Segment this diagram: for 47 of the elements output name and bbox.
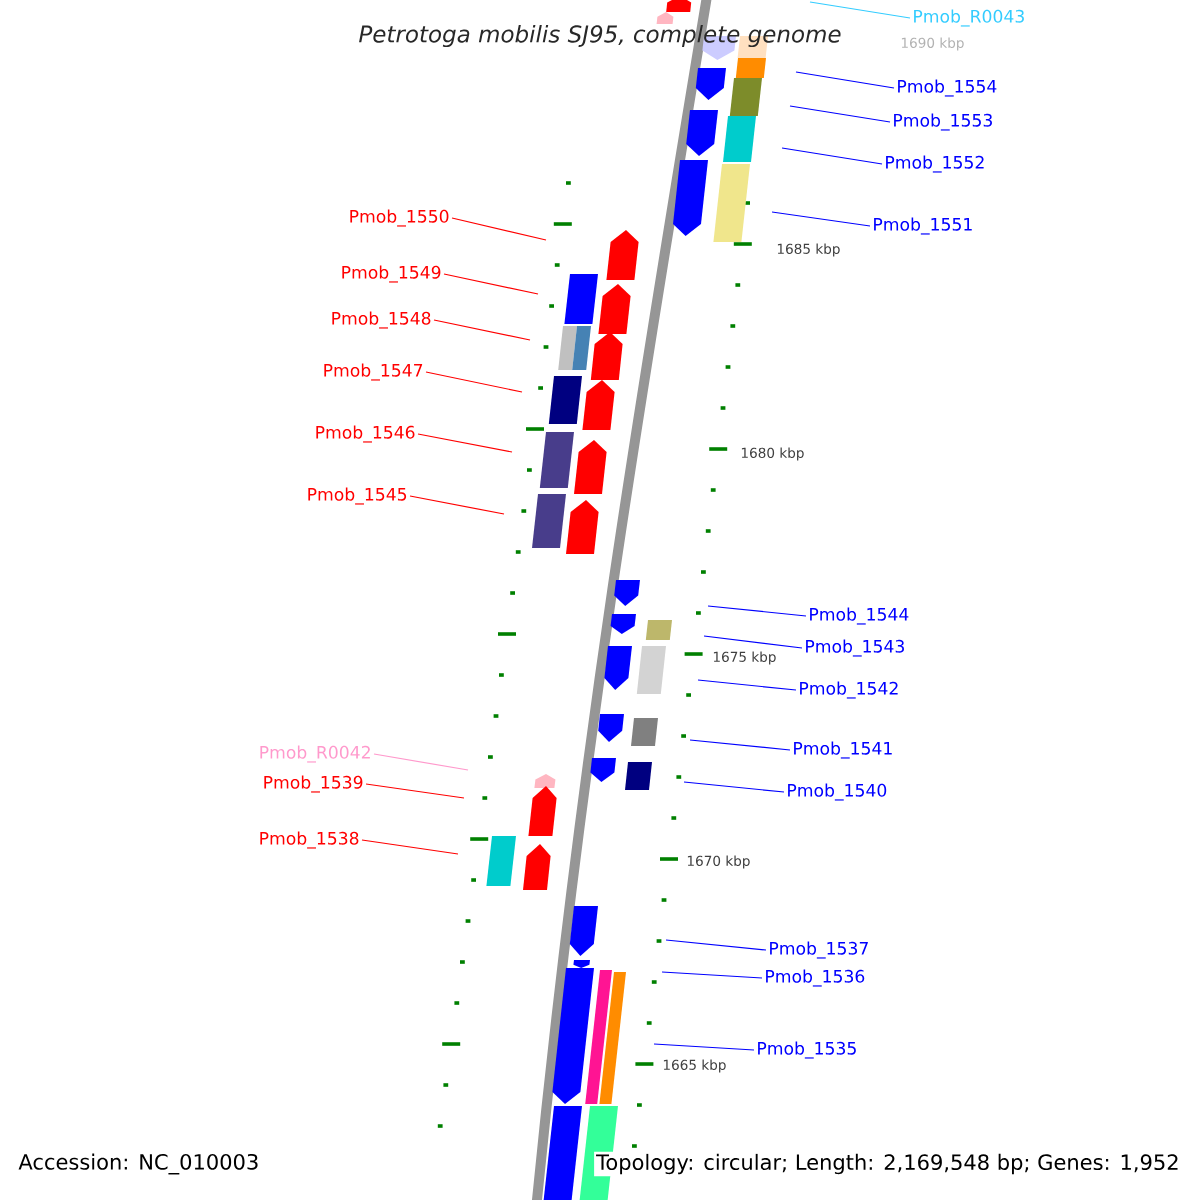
leader-line [409,495,505,515]
gene-label: Pmob_R0042 [260,745,370,763]
footer-text: Accession: NC_010003 [16,1151,262,1177]
gene-label: Pmob_R0043 [914,9,1024,27]
leader-line [795,71,895,89]
gene-label: Pmob_1552 [886,155,984,173]
gene-label: Pmob_1546 [316,425,415,443]
gene-label: Pmob_1550 [350,209,449,227]
gene-label: Pmob_1535 [758,1041,856,1059]
leader-line [361,839,459,855]
leader-line [365,783,465,799]
gene-label: Pmob_1537 [770,941,868,959]
leader-line [697,679,797,691]
gene-label: Pmob_1553 [894,113,992,131]
leader-line [809,1,911,19]
leader-line [703,635,803,649]
gene-label: Pmob_1545 [308,487,407,505]
gene-label: Pmob_1554 [898,79,997,97]
leader-line [789,105,891,123]
leader-line [373,753,469,771]
gene-label: Pmob_1547 [324,363,423,381]
gene-label: Pmob_1539 [264,775,363,793]
leader-line [653,1043,755,1051]
leader-line [707,605,807,617]
gene-label: Pmob_1542 [800,681,898,699]
title: Petrotoga mobilis SJ95, complete genome [359,24,841,48]
gene-label: Pmob_1549 [342,265,441,283]
gene-label: Pmob_1544 [810,607,909,625]
leader-line [683,781,785,793]
leader-line [661,971,763,979]
gene-label: Pmob_1540 [788,783,887,801]
gene-label: Pmob_1538 [260,831,359,849]
gene-label: Pmob_1541 [794,741,892,759]
leader-line [771,211,871,227]
leader-line [781,147,883,165]
leader-line [433,319,531,341]
gene-label: Pmob_1551 [874,217,972,235]
gene-label: Pmob_1548 [332,311,431,329]
gene-label: Pmob_1536 [766,969,865,987]
leader-line [451,217,547,241]
leader-line [443,273,539,295]
leader-line [689,739,791,751]
leader-line [665,939,767,951]
footer-text: Topology: circular; Length: 2,169,548 bp; Genes: 1,952 [594,1151,1182,1177]
gene-label: Pmob_1543 [806,639,904,657]
leader-line [417,433,513,453]
leader-line [425,371,523,393]
